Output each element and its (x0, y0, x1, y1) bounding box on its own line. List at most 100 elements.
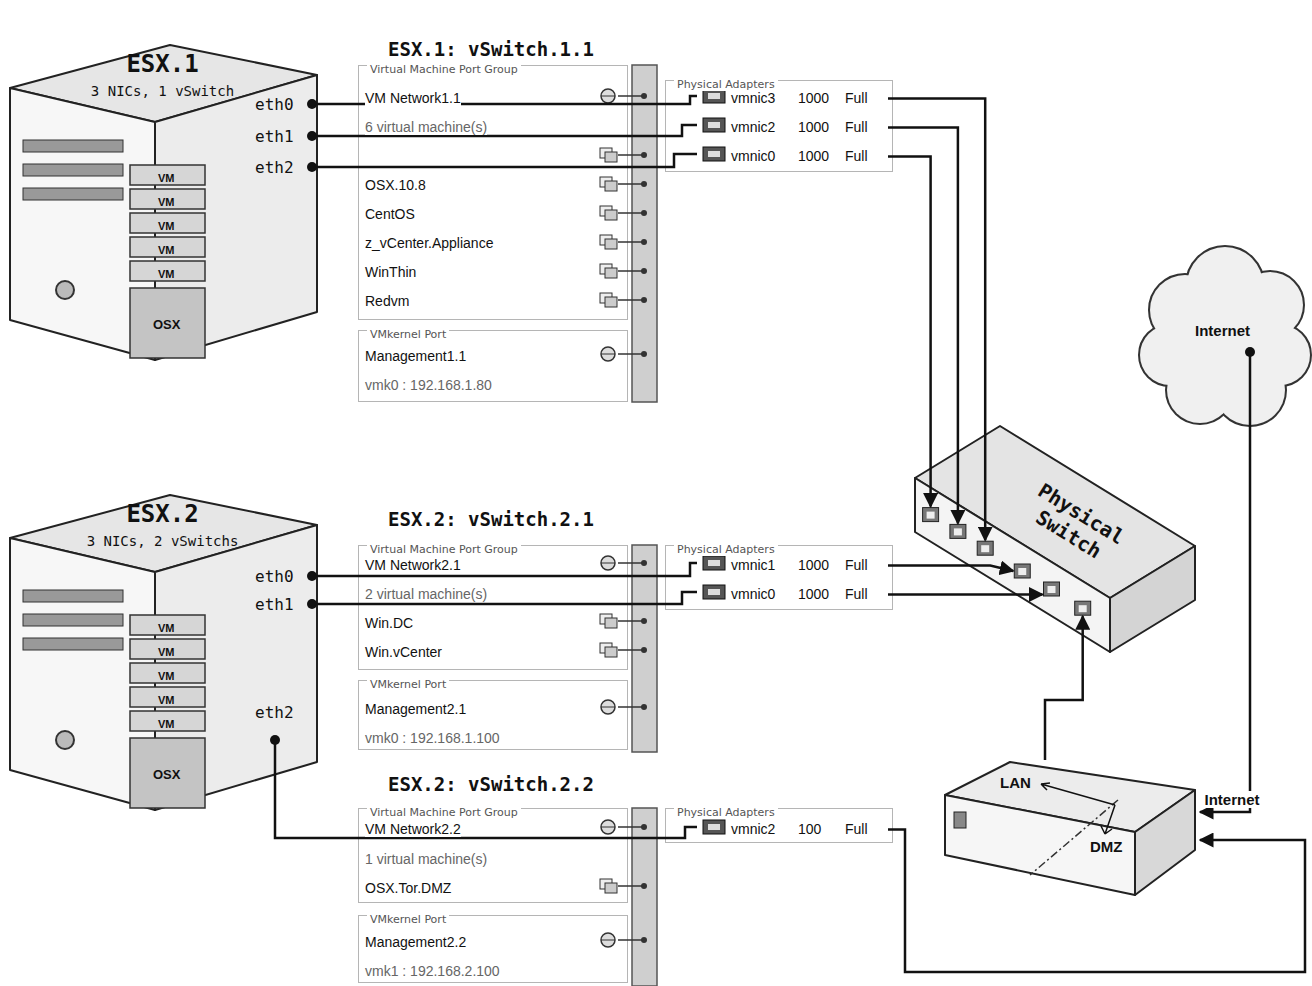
label-holder: VM (158, 618, 175, 636)
node-text: DMZ (1090, 838, 1123, 855)
label-holder: VM (158, 690, 175, 708)
text-holder: 1000 (798, 118, 829, 136)
drawing-part (275, 740, 697, 838)
text-holder: VMkernel Port (367, 324, 449, 342)
node-text: Win.vCenter (365, 644, 442, 660)
drawing-part (601, 827, 615, 828)
drawing-part (1135, 790, 1195, 895)
label-holder: eth0 (255, 95, 294, 114)
text-holder: vmnic1 (731, 556, 775, 574)
drawing-part (23, 164, 123, 176)
node-text: OSX.Tor.DMZ (365, 880, 451, 896)
text-holder: vmnic3 (731, 89, 775, 107)
node-text: vmnic2 (731, 821, 775, 837)
node-text: Physical Adapters (674, 806, 778, 819)
drawing-part (703, 147, 725, 161)
drawing-part (130, 687, 205, 707)
router: LAN DMZ (940, 760, 1200, 900)
vm-label: VM (158, 694, 175, 706)
nic-label: eth0 (255, 567, 294, 586)
drawing-part (1041, 783, 1115, 834)
drawing-part (130, 213, 205, 233)
drawing-part (641, 618, 647, 624)
drawing-part (130, 165, 205, 185)
drawing-part (307, 162, 317, 172)
network-link (888, 157, 931, 507)
vswitch-panel: ESX.2: vSwitch.2.2Virtual Machine Port G… (358, 770, 898, 984)
text-holder: VM Network2.1 (365, 556, 461, 574)
drawing-part (1180, 300, 1270, 390)
drawing-part (56, 731, 74, 749)
drawing-part (601, 940, 615, 941)
text-holder: Full (845, 89, 868, 107)
drawing-part (618, 299, 644, 301)
drawing-part (601, 707, 615, 708)
drawing-part (1101, 805, 1115, 834)
nic-label: eth1 (255, 595, 294, 614)
text-holder: Management2.1 (365, 700, 466, 718)
network-link (888, 593, 1043, 596)
node-text: 1 virtual machine(s) (365, 851, 487, 867)
text-holder: Redvm (365, 292, 409, 310)
text-holder: vmk0 : 192.168.1.100 (365, 729, 500, 747)
node-text: vmnic2 (731, 119, 775, 135)
drawing-part (618, 649, 644, 651)
label-holder: eth2 (255, 158, 294, 177)
drawing-part (605, 152, 617, 162)
text-holder: vmnic2 (731, 820, 775, 838)
node-text: Full (845, 821, 868, 837)
drawing-part (1048, 586, 1056, 593)
nic-label: eth0 (255, 95, 294, 114)
drawing-part (270, 735, 280, 745)
node-text: vmnic0 (731, 148, 775, 164)
text-holder: VMkernel Port (367, 909, 449, 927)
node-text: VM Network2.2 (365, 821, 461, 837)
node-text: vmnic1 (731, 557, 775, 573)
text-holder: vmk1 : 192.168.2.100 (365, 962, 500, 980)
drawing-part (641, 704, 647, 710)
node-text: WinThin (365, 264, 416, 280)
text-holder: 100 (798, 820, 821, 838)
nic-label: eth2 (255, 158, 294, 177)
drawing-part (605, 297, 617, 307)
text-holder: vmnic2 (731, 118, 775, 136)
internet-cloud: Internet (1140, 240, 1310, 440)
node-text: ESX.2: vSwitch.2.1 (388, 508, 594, 530)
text-holder: Full (845, 556, 868, 574)
drawing-part (641, 351, 647, 357)
vm-label: VM (158, 196, 175, 208)
physical-adapters-box: Physical Adaptersvmnic31000Fullvmnic2100… (665, 80, 893, 172)
drawing-part (708, 589, 720, 595)
label-holder: eth1 (255, 595, 294, 614)
text-holder: 1 virtual machine(s) (365, 850, 487, 868)
text-holder: z_vCenter.Appliance (365, 234, 493, 252)
text-holder: Full (845, 118, 868, 136)
vmkernel-port-box: VMkernel PortManagement1.1vmk0 : 192.168… (358, 330, 628, 402)
node-text: Full (845, 119, 868, 135)
text-holder: VM Network2.2 (365, 820, 461, 838)
node-text: VMkernel Port (367, 913, 449, 926)
text-holder: 1000 (798, 147, 829, 165)
drawing-part (605, 883, 617, 893)
text-holder: Management2.2 (365, 933, 466, 951)
node-text: Physical Adapters (674, 543, 778, 556)
drawing-part (1245, 347, 1255, 357)
connectors (888, 99, 1305, 973)
drawing-part (1075, 601, 1091, 615)
label-holder: OSX (153, 315, 180, 333)
vm-label: VM (158, 670, 175, 682)
drawing-part (23, 140, 123, 152)
node-text: Virtual Machine Port Group (367, 543, 521, 556)
drawing-part (601, 820, 615, 834)
text-holder: LAN (1000, 774, 1031, 792)
node-text: vmk1 : 192.168.2.100 (365, 963, 500, 979)
drawing-part (23, 590, 123, 602)
drawing-part (1041, 783, 1115, 805)
node-text: ESX.2 (126, 500, 198, 528)
node-text: 1000 (798, 586, 829, 602)
drawing-part (618, 95, 644, 97)
drawing-part (605, 210, 617, 220)
drawing-part (601, 556, 615, 570)
drawing-part (1044, 582, 1060, 596)
drawing-part (618, 826, 644, 828)
